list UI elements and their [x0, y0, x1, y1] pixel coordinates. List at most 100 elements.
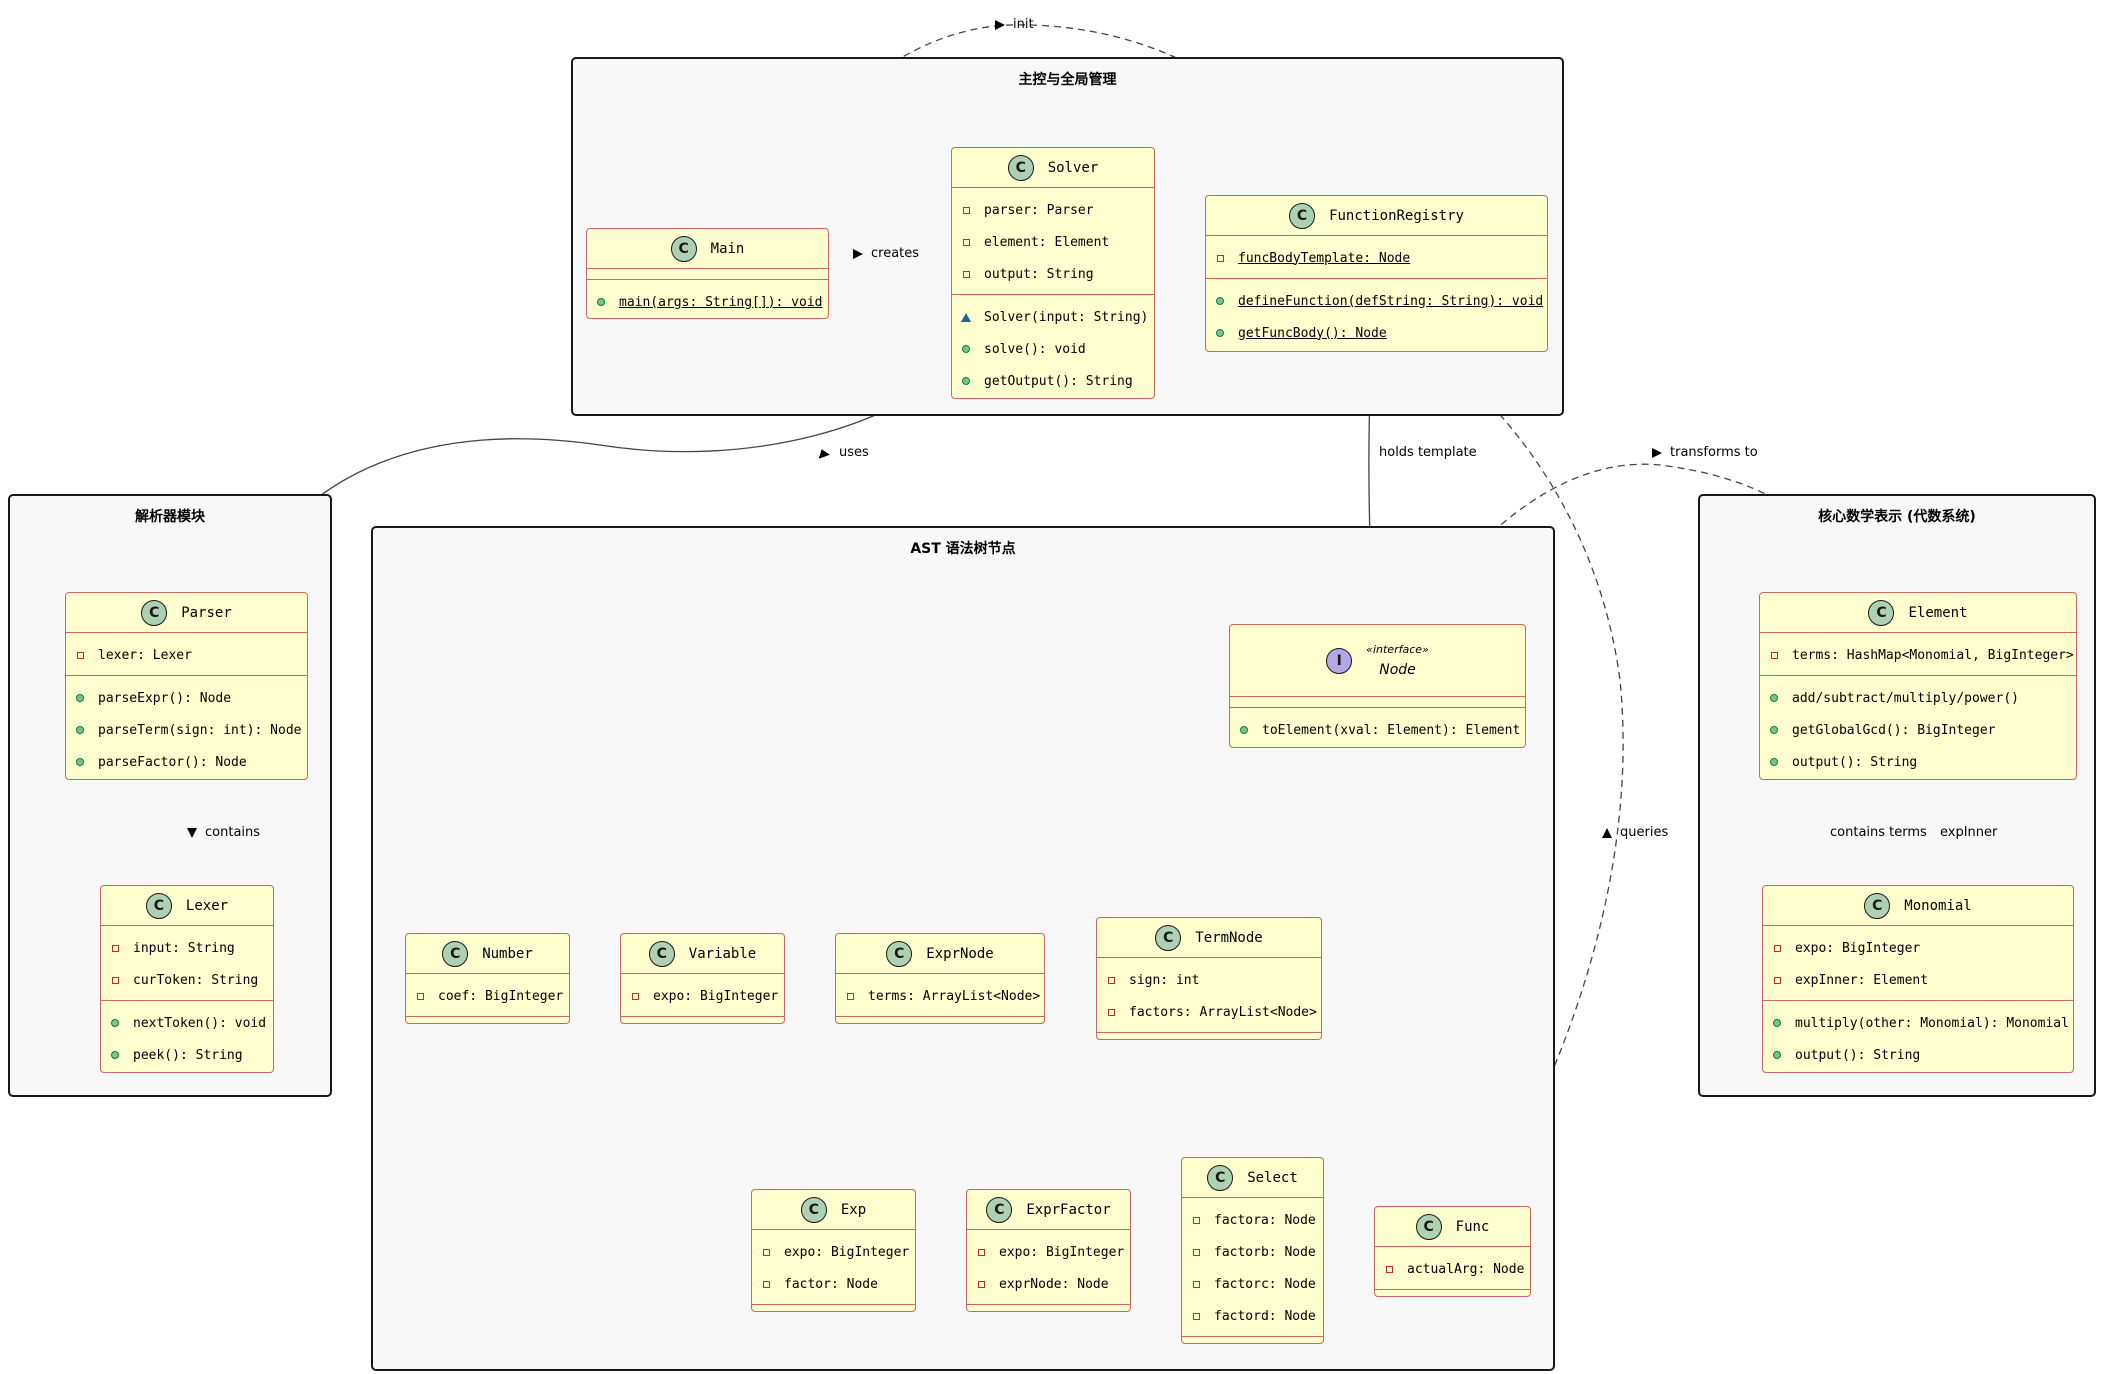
private-field-icon — [414, 990, 426, 1002]
method: toElement(xval: Element): Element — [1262, 722, 1521, 738]
field: factor: Node — [784, 1276, 878, 1292]
class-badge-icon: C — [1207, 1164, 1234, 1191]
class-badge-icon: C — [1864, 892, 1891, 919]
direction-right-icon — [1652, 447, 1662, 458]
private-field-icon — [109, 974, 121, 986]
method: getOutput(): String — [984, 373, 1133, 389]
field: output: String — [984, 266, 1094, 282]
private-field-icon — [1768, 649, 1780, 661]
private-field-icon — [74, 649, 86, 661]
public-method-icon — [1214, 327, 1226, 339]
field: exprNode: Node — [999, 1276, 1109, 1292]
private-field-icon — [1190, 1278, 1202, 1290]
package-method-icon — [960, 311, 972, 323]
private-field-icon — [960, 204, 972, 216]
class-function-registry[interactable]: C FunctionRegistry funcBodyTemplate: Node… — [1205, 195, 1548, 352]
private-field-icon — [1190, 1214, 1202, 1226]
private-field-icon — [629, 990, 641, 1002]
class-name: TermNode — [1195, 929, 1263, 946]
method: multiply(other: Monomial): Monomial — [1795, 1015, 2069, 1031]
direction-right-icon — [995, 19, 1005, 30]
package-title: 主控与全局管理 — [1018, 72, 1117, 88]
method: Solver(input: String) — [984, 309, 1149, 325]
class-name: Monomial — [1904, 897, 1972, 914]
method: add/subtract/multiply/power() — [1792, 690, 2019, 706]
public-method-icon — [1771, 1017, 1783, 1029]
class-badge-icon: C — [1007, 154, 1034, 181]
field: factorc: Node — [1214, 1276, 1316, 1292]
field: parser: Parser — [984, 202, 1094, 218]
class-badge-icon: C — [141, 599, 168, 626]
public-method-icon — [74, 724, 86, 736]
field: lexer: Lexer — [98, 647, 192, 663]
class-name: Solver — [1047, 159, 1099, 176]
public-method-icon — [1214, 295, 1226, 307]
class-name: ExprNode — [926, 945, 994, 962]
label-queries: queries — [1602, 825, 1668, 840]
class-badge-icon: C — [1155, 924, 1182, 951]
label-creates: creates — [853, 246, 919, 261]
label-contains: contains — [187, 825, 260, 840]
field: funcBodyTemplate: Node — [1238, 250, 1411, 266]
class-name: Func — [1455, 1218, 1490, 1235]
class-name: FunctionRegistry — [1329, 207, 1464, 224]
class-name: Parser — [181, 604, 232, 621]
direction-up-icon — [1602, 827, 1612, 838]
private-field-icon — [1105, 974, 1117, 986]
class-badge-icon: C — [1289, 202, 1316, 229]
label-transforms-to: transforms to — [1652, 445, 1758, 460]
public-method-icon — [1768, 724, 1780, 736]
label-uses: uses — [815, 445, 869, 460]
class-badge-icon: C — [800, 1196, 827, 1223]
interface-node[interactable]: I «interface» Node toElement(xval: Eleme… — [1229, 624, 1526, 748]
field: factora: Node — [1214, 1212, 1316, 1228]
label-contains-terms: contains terms — [1830, 825, 1927, 840]
private-field-icon — [1190, 1246, 1202, 1258]
method: parseTerm(sign: int): Node — [98, 722, 302, 738]
package-title: AST 语法树节点 — [910, 541, 1016, 557]
public-method-icon — [74, 692, 86, 704]
field: curToken: String — [133, 972, 259, 988]
label-expinner: expInner — [1940, 825, 1998, 840]
field: terms: HashMap<Monomial, BigInteger> — [1792, 647, 2074, 663]
label-holds-template: holds template — [1379, 445, 1477, 460]
interface-badge-icon: I — [1326, 647, 1353, 674]
public-method-icon — [74, 756, 86, 768]
public-method-icon — [960, 343, 972, 355]
private-field-icon — [975, 1246, 987, 1258]
field: factorb: Node — [1214, 1244, 1316, 1260]
direction-up-left-icon — [815, 446, 831, 459]
class-badge-icon: C — [986, 1196, 1013, 1223]
class-badge-icon: C — [886, 940, 913, 967]
method: getGlobalGcd(): BigInteger — [1792, 722, 1996, 738]
package-title: 核心数学表示 (代数系统) — [1818, 509, 1976, 525]
method: nextToken(): void — [133, 1015, 267, 1031]
class-badge-icon: C — [442, 940, 469, 967]
field: expo: BigInteger — [653, 988, 779, 1004]
class-badge-icon: C — [145, 892, 172, 919]
class-badge-icon: C — [648, 940, 675, 967]
stereotype: «interface» — [1366, 643, 1429, 656]
private-field-icon — [1190, 1310, 1202, 1322]
field: expo: BigInteger — [1795, 940, 1921, 956]
private-field-icon — [109, 942, 121, 954]
method: output(): String — [1792, 754, 1918, 770]
field: factors: ArrayList<Node> — [1129, 1004, 1317, 1020]
field: element: Element — [984, 234, 1110, 250]
field: factord: Node — [1214, 1308, 1316, 1324]
class-badge-icon: C — [670, 235, 697, 262]
